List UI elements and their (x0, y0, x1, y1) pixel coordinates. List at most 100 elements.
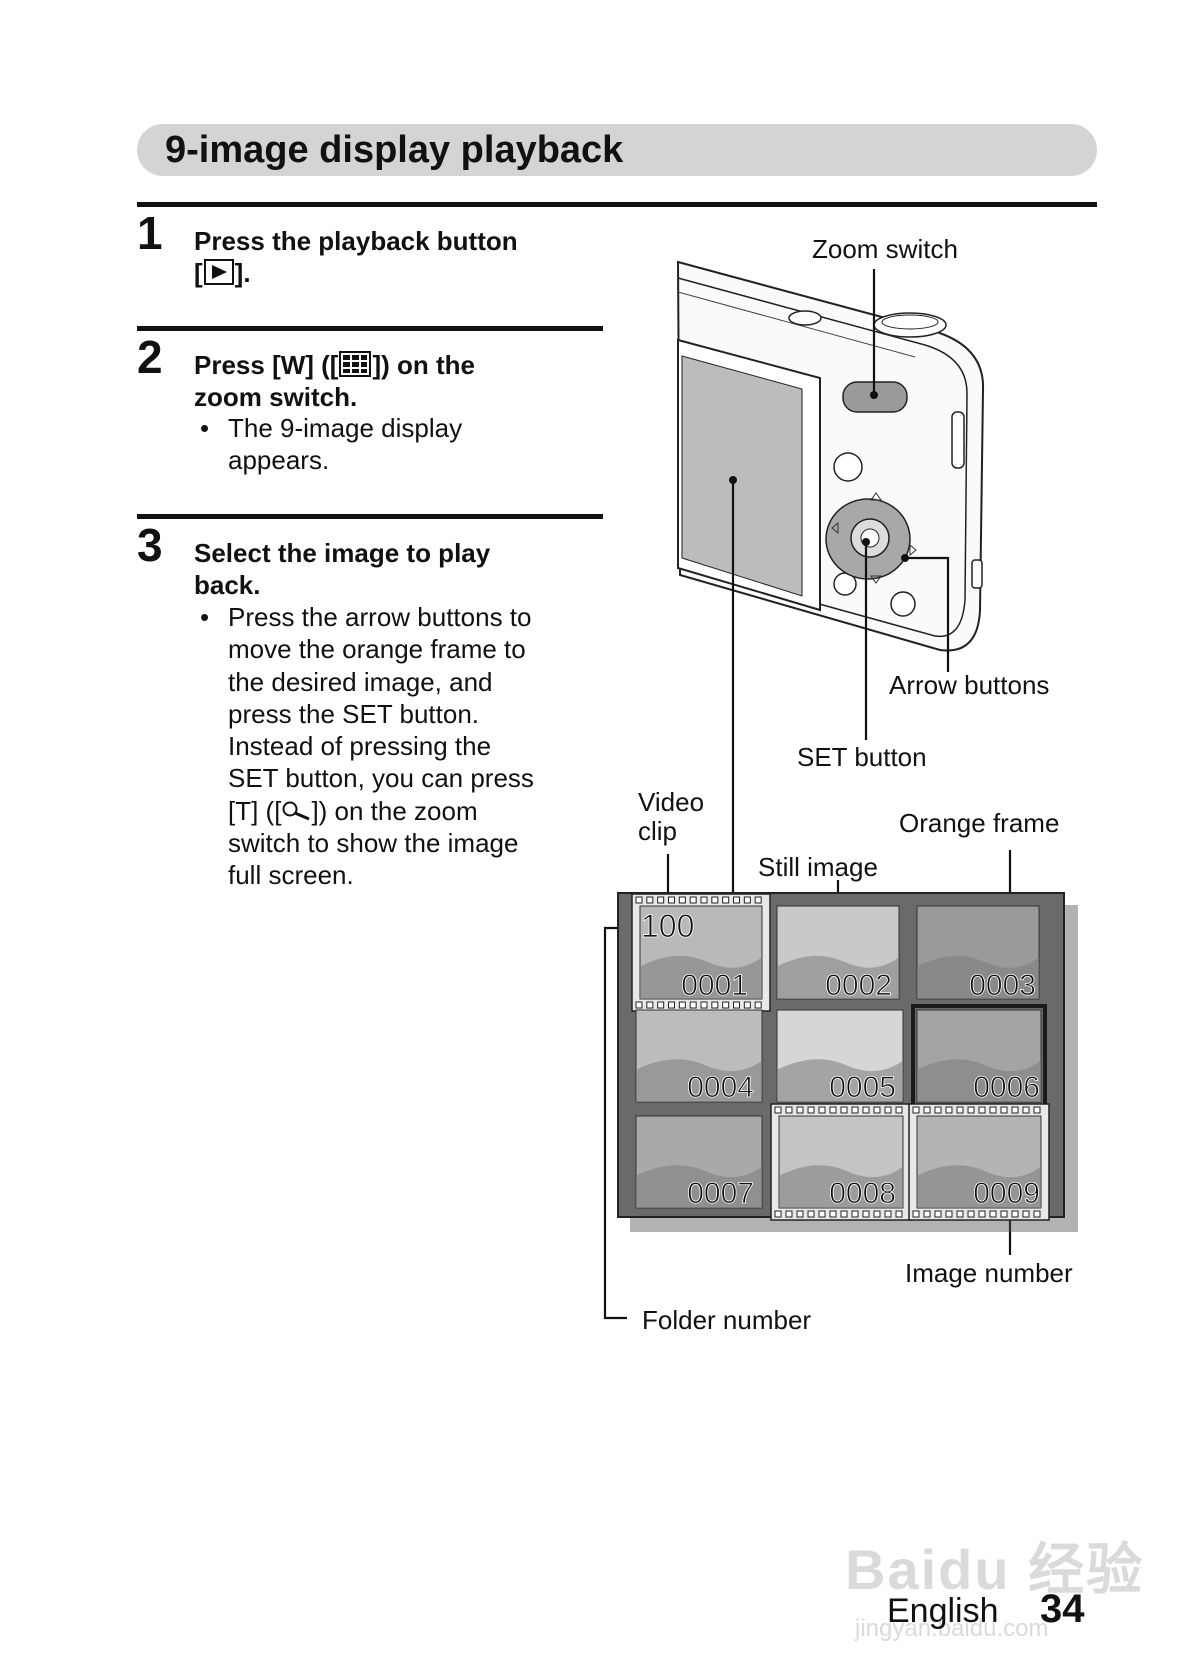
step-1-bracket-open: [ (194, 258, 203, 288)
magnify-icon (281, 797, 311, 821)
film-perforation (711, 896, 719, 904)
film-perforation (967, 1106, 975, 1114)
step-1-heading-line1: Press the playback button (194, 226, 518, 256)
step-3-number: 3 (137, 519, 163, 571)
film-perforation (743, 896, 751, 904)
film-perforation (635, 1001, 643, 1009)
film-perforation (1000, 1210, 1008, 1218)
film-perforation (754, 1001, 762, 1009)
orange-frame-label: Orange frame (899, 808, 1060, 838)
image-number-0003: 0003 (969, 969, 1036, 1002)
film-perforation (851, 1210, 859, 1218)
video-clip-label-line1: Video (638, 787, 705, 817)
step-2-bullet-line: The 9-image display (228, 413, 463, 443)
film-perforation (657, 1001, 665, 1009)
step-3-bullet-text: Press the arrow buttons to move the oran… (228, 601, 588, 892)
thumbnail-scene (777, 1059, 903, 1102)
film-perforation (754, 896, 762, 904)
film-perforation (807, 1210, 815, 1218)
image-number-label: Image number (905, 1258, 1073, 1288)
film-perforation (851, 1106, 859, 1114)
step-3-bullet-line: press the SET button. (228, 698, 479, 729)
film-perforation (840, 1210, 848, 1218)
step-1-bracket-close: ]. (234, 258, 251, 288)
film-perforation (678, 896, 686, 904)
set-pointer-dot (862, 538, 870, 546)
film-perforation (733, 896, 740, 904)
step-3-bullet-line: Press the arrow buttons to (228, 602, 532, 632)
film-perforation (796, 1210, 804, 1218)
thumbnail-scene (636, 1059, 762, 1102)
page-number: 34 (1040, 1587, 1085, 1631)
film-perforation (945, 1106, 953, 1114)
image-number-0009: 0009 (973, 1177, 1040, 1210)
film-perforation (646, 1001, 654, 1009)
step-3-bullet-line7-post: ]) on the zoom (311, 795, 478, 826)
film-perforation (967, 1210, 975, 1218)
image-number-0001: 0001 (681, 969, 748, 1002)
step-2-heading-line1: Press [W] ([ ]) on the (194, 349, 594, 381)
film-perforation (689, 1001, 697, 1009)
film-perforation (722, 1001, 730, 1009)
step-3-heading: Select the image to play back. (194, 537, 594, 601)
film-perforation (989, 1106, 997, 1114)
step-1-heading-line2: []. (194, 257, 594, 289)
film-perforation (818, 1106, 826, 1114)
thumbnail-scene (917, 955, 1039, 999)
zoom-pointer-dot (870, 391, 878, 399)
step-2-heading-post: ]) on the (372, 350, 475, 380)
arrow-pointer-dot (901, 554, 909, 562)
film-perforation (956, 1210, 964, 1218)
folder-number-text: 100 (641, 908, 694, 944)
film-perforation (884, 1210, 892, 1218)
film-perforation (796, 1106, 804, 1114)
film-perforation (884, 1106, 892, 1114)
film-perforation (840, 1106, 848, 1114)
step-2-heading: Press [W] ([ ]) on the zoom switch. (194, 349, 594, 413)
film-perforation (635, 896, 643, 904)
baidu-watermark: Baidu 经验 (845, 1538, 1145, 1601)
thumbnail-scene (636, 1165, 762, 1208)
film-perforation (807, 1106, 815, 1114)
thumbnail-scene (917, 1059, 1041, 1102)
film-perforation (1022, 1210, 1030, 1218)
bullet-dot: • (200, 413, 210, 443)
film-perforation (1033, 1210, 1041, 1218)
film-perforation (700, 1001, 708, 1009)
film-perforation (1022, 1106, 1030, 1114)
film-perforation (785, 1106, 793, 1114)
title-rule (137, 202, 1097, 207)
film-perforation (923, 1106, 931, 1114)
image-number-0006: 0006 (973, 1071, 1040, 1104)
film-perforation (923, 1210, 931, 1218)
film-perforation (700, 896, 708, 904)
step-3-bullet-line-zoom: [T] ([ ]) on the zoom (228, 795, 588, 827)
step-3-rule (137, 514, 603, 519)
video-clip-label: Video clip (638, 788, 704, 846)
lcd-pointer-dot (729, 476, 737, 484)
image-number-0005: 0005 (829, 1071, 896, 1104)
film-perforation (774, 1210, 782, 1218)
step-3-bullet-line: Instead of pressing the (228, 731, 492, 762)
film-perforation (689, 896, 697, 904)
film-perforation (895, 1106, 903, 1114)
step-3-bullet-line7-pre: [T] ([ (228, 795, 282, 826)
step-3-heading-line2: back. (194, 570, 261, 600)
step-1-heading: Press the playback button []. (194, 225, 594, 289)
set-button-label: SET button (797, 742, 927, 772)
film-perforation (829, 1106, 837, 1114)
image-number-0007: 0007 (687, 1177, 754, 1210)
step-2-heading-line2: zoom switch. (194, 382, 358, 412)
film-perforation (895, 1210, 903, 1218)
still-image-label: Still image (758, 852, 878, 882)
film-perforation (743, 1001, 751, 1009)
folder-number-label: Folder number (642, 1305, 812, 1335)
thumbnail-grid (631, 893, 1050, 1221)
film-perforation (829, 1210, 837, 1218)
film-perforation (956, 1106, 964, 1114)
film-perforation (774, 1106, 782, 1114)
footer-language: English (887, 1592, 999, 1630)
step-2-heading-pre: Press [W] ([ (194, 350, 339, 380)
